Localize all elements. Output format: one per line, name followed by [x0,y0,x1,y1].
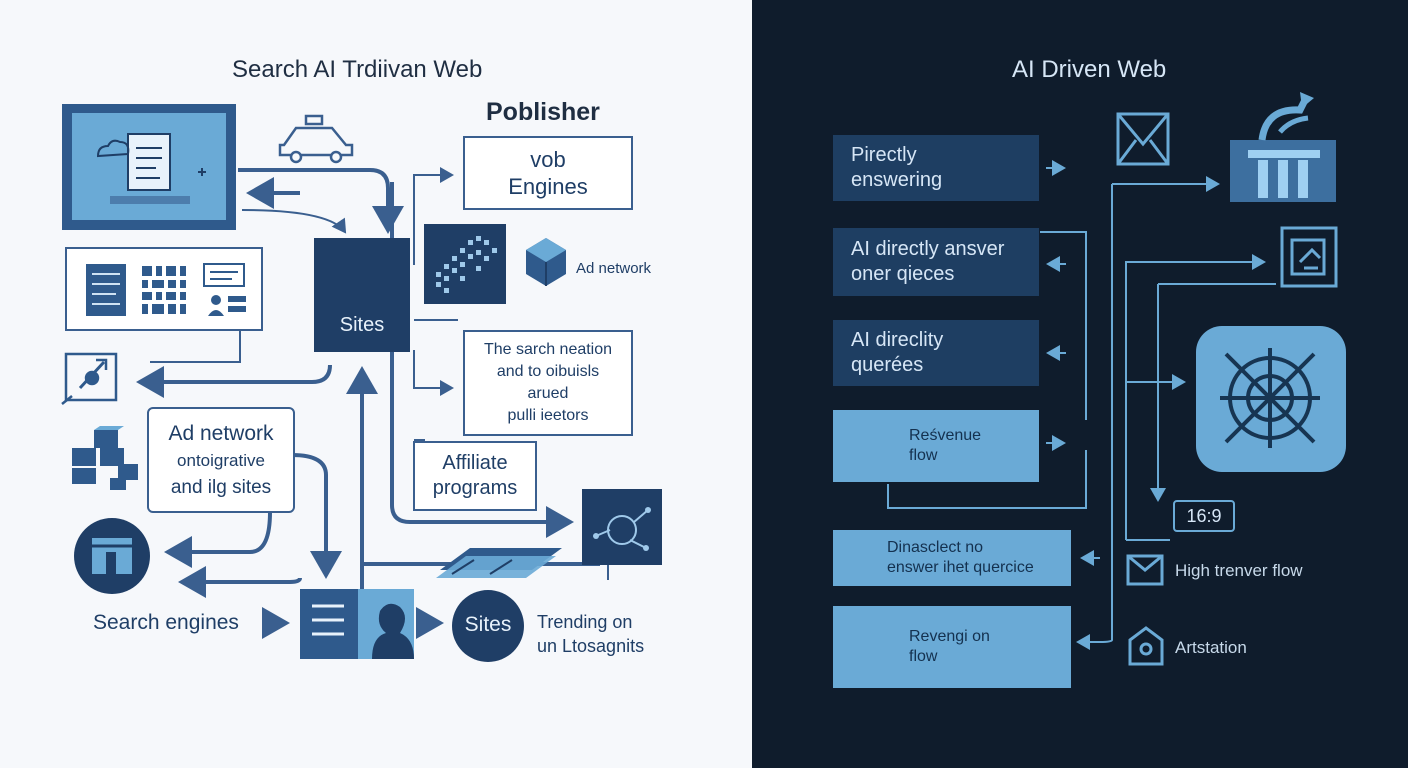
profile-card-icon [300,589,414,659]
ad-network-box-line: and ilg sites [170,476,272,498]
box-icon [1126,554,1164,586]
revenue-flow-box: Reśvenue flow [833,410,1039,482]
sites-circle-label: Sites [464,613,512,636]
monitor-to-sites-arrow [238,168,404,234]
ad-network-box-title: Ad network [168,421,274,445]
framed-chart-icon [1280,226,1338,288]
search-note-line: and to oibuisls [496,363,600,380]
store-circle-icon [74,518,150,594]
box-line: Dinasclect no [887,539,984,556]
box-line: flow [909,648,938,665]
engines-box-line: vob [530,147,566,172]
sites-node-label: Sites [339,314,385,336]
artstation-icon [1128,626,1164,666]
disconnect-box: Dinasclect no enswer ihet quercice [833,530,1071,586]
institution-icon [1230,92,1336,202]
search-engines-label: Search engines [93,611,239,634]
ai-queries-box: AI direclity querées [833,320,1039,386]
grid-chart-icon [424,224,506,304]
target-icon [1196,326,1346,472]
publisher-label: Poblisher [486,98,600,126]
revenue-on-flow-text: Revengi on flow [909,627,990,667]
sites-node: Sites [314,238,410,352]
envelope-icon [1116,112,1170,166]
trending-label: Trending on un Ltosagnits [537,610,644,658]
search-note-box: The sarch neation and to oibuisls arued … [463,330,633,436]
money-stack-icon [436,548,562,578]
ad-network-box-line: ontoigrative [177,450,265,470]
box-line: querées [851,354,924,376]
aspect-ratio-badge: 16:9 [1173,500,1235,532]
ad-network-box: Ad network ontoigrative and ilg sites [147,407,295,513]
ai-answer-box: AI directly ansver oner qieces [833,228,1039,296]
trending-line: Trending on [537,612,633,632]
high-flow-label: High trenver flow [1175,561,1303,580]
box-line: Revengi on [909,628,990,645]
network-graph-icon [582,489,662,565]
car-icon [278,114,354,164]
box-line: oner qieces [851,263,955,285]
ad-network-label: Ad network [576,260,652,277]
box-line: AI directly ansver [851,238,1005,260]
artstation-label: Artstation [1175,638,1247,657]
box-line: Reśvenue [909,427,982,444]
engines-box: vob Engines [463,136,633,210]
trending-line: un Ltosagnits [537,636,645,656]
search-note-line: arued [527,385,569,402]
box-line: enswer ihet quercice [887,559,1034,576]
search-note-line: pulli ieetors [507,407,589,424]
engines-box-line: Engines [508,174,588,199]
revenue-flow-text: Reśvenue flow [909,426,981,466]
affiliate-box-line: programs [432,477,518,499]
cubes-icon [72,426,138,490]
ad-network-cube-icon [526,238,566,286]
search-note-line: The sarch neation [483,341,613,358]
box-line: AI direclity [851,329,944,351]
share-icon [61,352,118,405]
affiliate-box: Affiliate programs [413,441,537,511]
box-line: Pirectly [851,144,917,166]
right-title: AI Driven Web [1012,56,1167,83]
box-line: enswering [851,169,943,191]
monitor-icon [62,104,236,230]
directly-answering-box: Pirectly enswering [833,135,1039,201]
sites-circle-icon [452,590,524,662]
affiliate-box-line: Affiliate [442,452,508,474]
documents-card [65,247,263,331]
left-title: Search AI Trdiivan Web [232,56,483,83]
box-line: flow [909,447,938,464]
revenue-on-flow-box: Revengi on flow [833,606,1071,688]
disconnect-text: Dinasclect no enswer ihet quercice [887,538,1034,578]
